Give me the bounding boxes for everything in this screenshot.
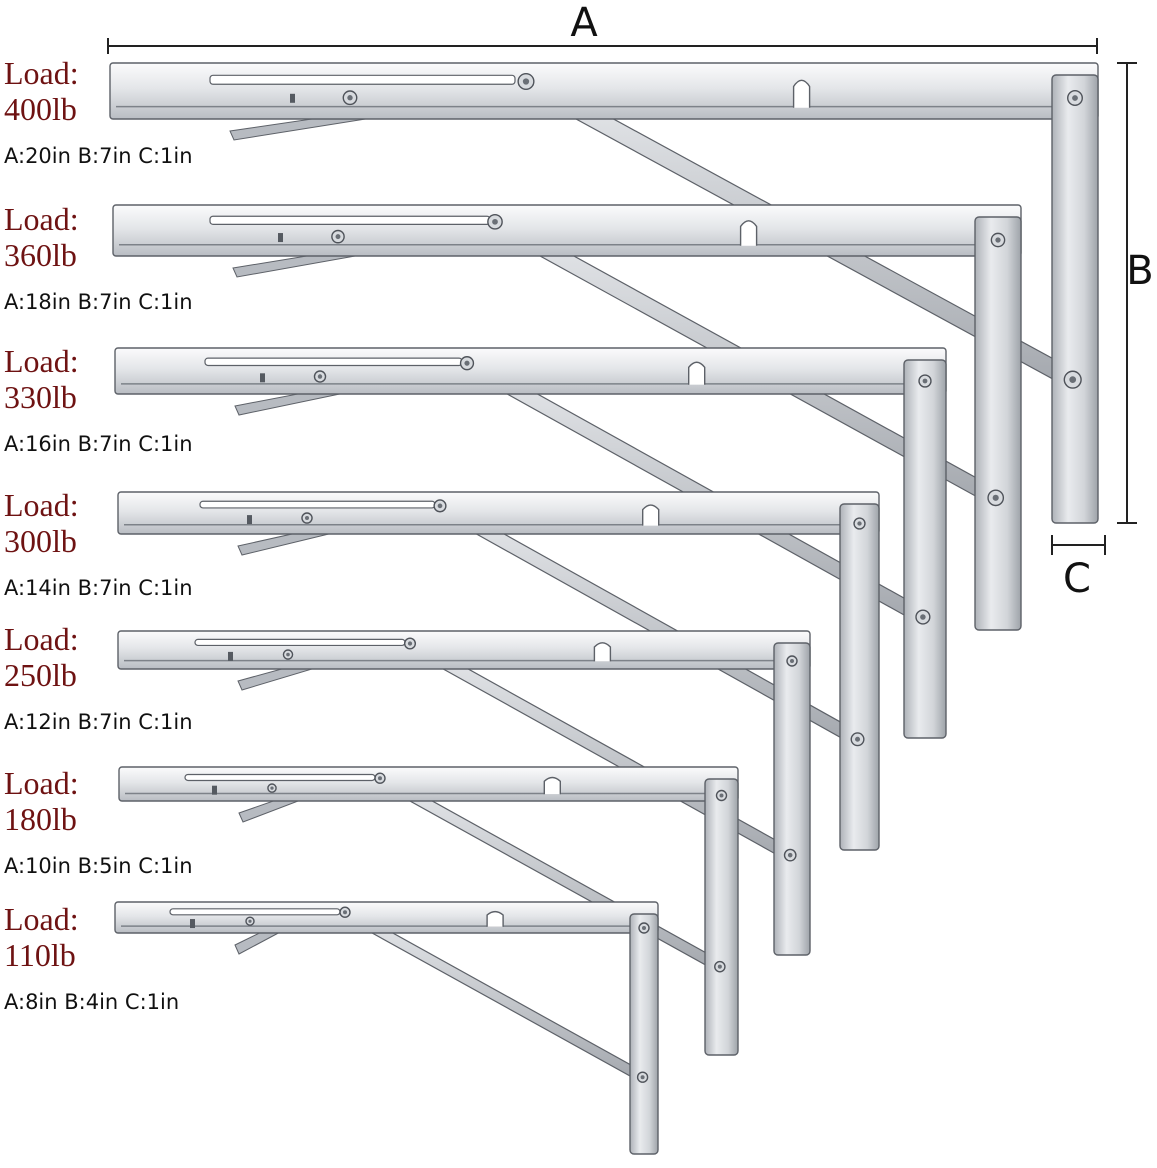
top-screw-center: [719, 793, 724, 798]
shelf-bracket-1: [109, 62, 1099, 524]
pivot-rivet-center: [492, 218, 498, 225]
load-label-3: Load:: [4, 343, 79, 379]
diagonal-brace: [341, 907, 646, 1083]
arm-notch: [593, 642, 612, 662]
load-label-4: Load:: [4, 487, 79, 523]
brace-rivet-center: [920, 614, 926, 620]
shelf-bracket-5: [117, 630, 811, 956]
slide-knob-center: [304, 516, 310, 521]
slide-knob-center: [286, 652, 290, 657]
dimension-spec-2: A:18in B:7in C:1in: [4, 290, 193, 314]
diagonal-brace: [376, 772, 724, 973]
slide-slot: [204, 357, 463, 367]
shelf-bracket-7: [114, 901, 659, 1155]
horizontal-arm: [114, 347, 947, 395]
brace-rivet-center: [992, 494, 999, 501]
slide-knob-center: [248, 919, 252, 923]
horizontal-arm: [118, 766, 739, 802]
lock-hole: [190, 919, 195, 929]
vertical-post: [974, 216, 1022, 631]
load-label-1: Load:: [4, 55, 79, 91]
slide-slot: [199, 500, 436, 509]
dimension-a-line: [107, 38, 1098, 54]
lock-hole: [247, 515, 252, 525]
pivot-rivet-center: [343, 910, 347, 915]
shelf-bracket-3: [114, 347, 947, 739]
dimension-c-line: [1051, 535, 1106, 555]
dimension-spec-6: A:10in B:5in C:1in: [4, 854, 193, 878]
dimension-a-label: A: [570, 0, 598, 46]
pivot-rivet-center: [464, 360, 470, 366]
dimension-b-label: B: [1126, 248, 1153, 294]
dimension-spec-5: A:12in B:7in C:1in: [4, 710, 193, 734]
load-value-2: 360lb: [4, 237, 77, 273]
horizontal-arm: [114, 901, 659, 934]
pivot-rivet-center: [378, 776, 382, 781]
shelf-bracket-4: [117, 491, 880, 851]
load-label-7: Load:: [4, 901, 79, 937]
pivot-rivet-center: [522, 78, 530, 85]
slide-slot: [194, 638, 406, 647]
load-value-7: 110lb: [4, 937, 76, 973]
slide-knob-center: [317, 374, 323, 379]
slide-slot: [209, 74, 516, 85]
load-value-3: 330lb: [4, 379, 77, 415]
slide-knob-center: [335, 234, 341, 240]
load-label-5: Load:: [4, 621, 79, 657]
top-screw-center: [642, 926, 646, 930]
dimension-b-line: [1117, 62, 1137, 524]
lock-hole: [260, 373, 265, 383]
slide-slot: [169, 908, 341, 916]
top-screw-center: [922, 378, 928, 384]
horizontal-arm: [117, 491, 880, 535]
horizontal-arm: [117, 630, 811, 670]
brace-rivet-center: [1069, 376, 1077, 384]
pivot-rivet-center: [407, 641, 413, 646]
lock-hole: [278, 233, 283, 243]
slide-knob-center: [270, 786, 274, 790]
lock-hole: [228, 651, 233, 661]
dimension-spec-3: A:16in B:7in C:1in: [4, 432, 193, 456]
brace-rivet-center: [640, 1075, 645, 1080]
lock-hole: [212, 785, 217, 795]
load-label-2: Load:: [4, 201, 79, 237]
horizontal-arm: [112, 204, 1022, 257]
lock-hole: [290, 93, 295, 103]
vertical-post: [773, 642, 811, 956]
brace-rivet-center: [787, 852, 793, 858]
dimension-c-label: C: [1063, 556, 1091, 602]
arm-notch: [792, 79, 811, 108]
top-screw-center: [995, 237, 1001, 243]
vertical-post: [839, 503, 880, 851]
brace-rivet-center: [855, 736, 861, 742]
load-value-6: 180lb: [4, 801, 77, 837]
dimension-spec-7: A:8in B:4in C:1in: [4, 990, 179, 1014]
top-screw-center: [857, 521, 862, 526]
horizontal-arm: [109, 62, 1099, 120]
vertical-post: [629, 913, 659, 1155]
vertical-post: [903, 359, 947, 739]
arm-notch: [486, 910, 504, 927]
vertical-post: [1051, 74, 1099, 524]
arm-notch: [543, 776, 561, 795]
load-value-1: 400lb: [4, 91, 77, 127]
arm-notch: [688, 361, 706, 385]
slide-slot: [209, 215, 491, 225]
pivot-rivet-center: [437, 503, 443, 509]
dimension-spec-1: A:20in B:7in C:1in: [4, 144, 193, 168]
load-label-6: Load:: [4, 765, 79, 801]
top-screw-center: [1072, 95, 1078, 101]
slide-knob-center: [347, 95, 353, 101]
load-value-4: 300lb: [4, 523, 77, 559]
arm-notch: [642, 504, 660, 526]
arm-notch: [739, 220, 758, 246]
vertical-post: [704, 778, 739, 1056]
top-screw-center: [790, 659, 794, 663]
slide-slot: [184, 773, 376, 782]
dimension-spec-4: A:14in B:7in C:1in: [4, 576, 193, 600]
load-value-5: 250lb: [4, 657, 77, 693]
brace-rivet-center: [717, 964, 722, 969]
